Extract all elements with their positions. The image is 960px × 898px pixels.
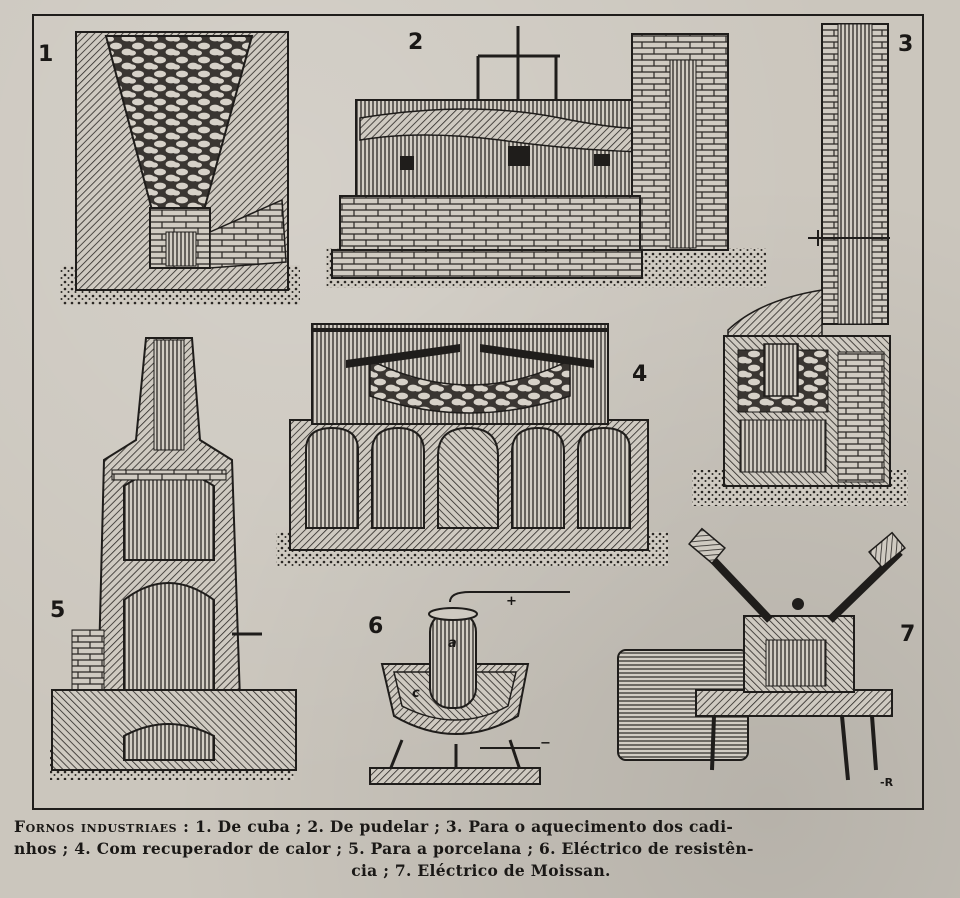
figure-1-shaft-furnace: [60, 31, 300, 305]
plate-frame: [32, 14, 924, 810]
figure-number-4: 4: [632, 362, 648, 387]
figure-number-1: 1: [38, 42, 54, 67]
caption-line-1: Fornos industriaes : 1. De cuba ; 2. De …: [14, 816, 948, 838]
figure-number-6: 6: [368, 614, 384, 639]
figure-number-3: 3: [898, 32, 914, 57]
caption-lead: Fornos industriaes :: [14, 817, 190, 836]
figure-5-porcelain-kiln: [50, 337, 297, 780]
figure-2-puddling-furnace: [326, 26, 766, 288]
electrode-plus-label: +: [506, 594, 517, 609]
chamber-c-label: c: [412, 686, 420, 701]
figure-3-crucible-furnace: [692, 23, 908, 506]
artist-signature: -R: [880, 776, 894, 789]
figure-number-2: 2: [408, 30, 424, 55]
plate-caption: Fornos industriaes : 1. De cuba ; 2. De …: [14, 816, 948, 882]
electrode-minus-label: −: [540, 736, 551, 751]
figure-4-recuperator-furnace: [276, 323, 668, 566]
figure-4-arches: [305, 426, 631, 529]
figure-7-moissan-furnace: [617, 527, 906, 781]
caption-line-1-text: 1. De cuba ; 2. De pudelar ; 3. Para o a…: [189, 817, 734, 836]
crucible-a-label: a: [448, 636, 457, 651]
figure-number-7: 7: [900, 622, 916, 647]
caption-line-2: nhos ; 4. Com recuperador de calor ; 5. …: [14, 839, 754, 858]
figure-number-5: 5: [50, 598, 66, 623]
figure-6-resistance-furnace: [369, 591, 570, 785]
caption-line-3: cia ; 7. Eléctrico de Moissan.: [351, 861, 611, 880]
